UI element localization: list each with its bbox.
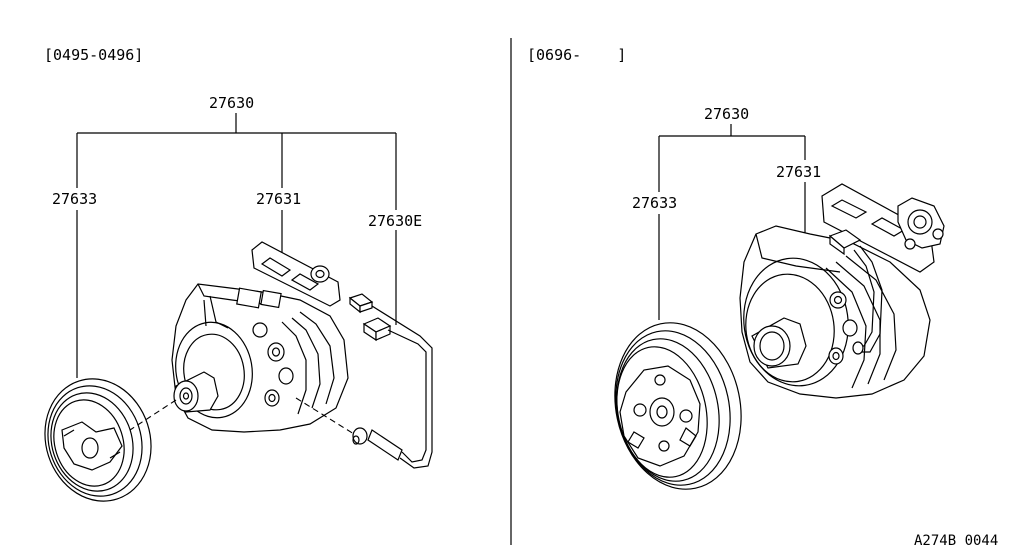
right-compressor	[736, 184, 944, 398]
right-part-number-assembly: 27630	[704, 105, 750, 123]
left-part-number-compressor: 27631	[256, 190, 302, 208]
right-part-number-clutch: 27633	[632, 194, 678, 212]
left-part-number-harness: 27630E	[368, 212, 423, 230]
left-harness	[350, 294, 432, 468]
right-part-number-compressor: 27631	[776, 163, 822, 181]
left-alignment-lines	[130, 398, 354, 434]
right-date-range: [0696- ]	[527, 46, 627, 64]
left-part-number-clutch: 27633	[52, 190, 98, 208]
right-clutch-pulley	[600, 311, 756, 501]
right-callout-leaders	[659, 124, 805, 320]
left-compressor	[168, 242, 348, 432]
figure-code: A274B 0044	[914, 533, 999, 549]
left-part-number-assembly: 27630	[209, 94, 255, 112]
left-clutch-pulley	[29, 365, 166, 515]
left-callout-leaders	[77, 113, 396, 378]
left-date-range: [0495-0496]	[44, 46, 144, 64]
